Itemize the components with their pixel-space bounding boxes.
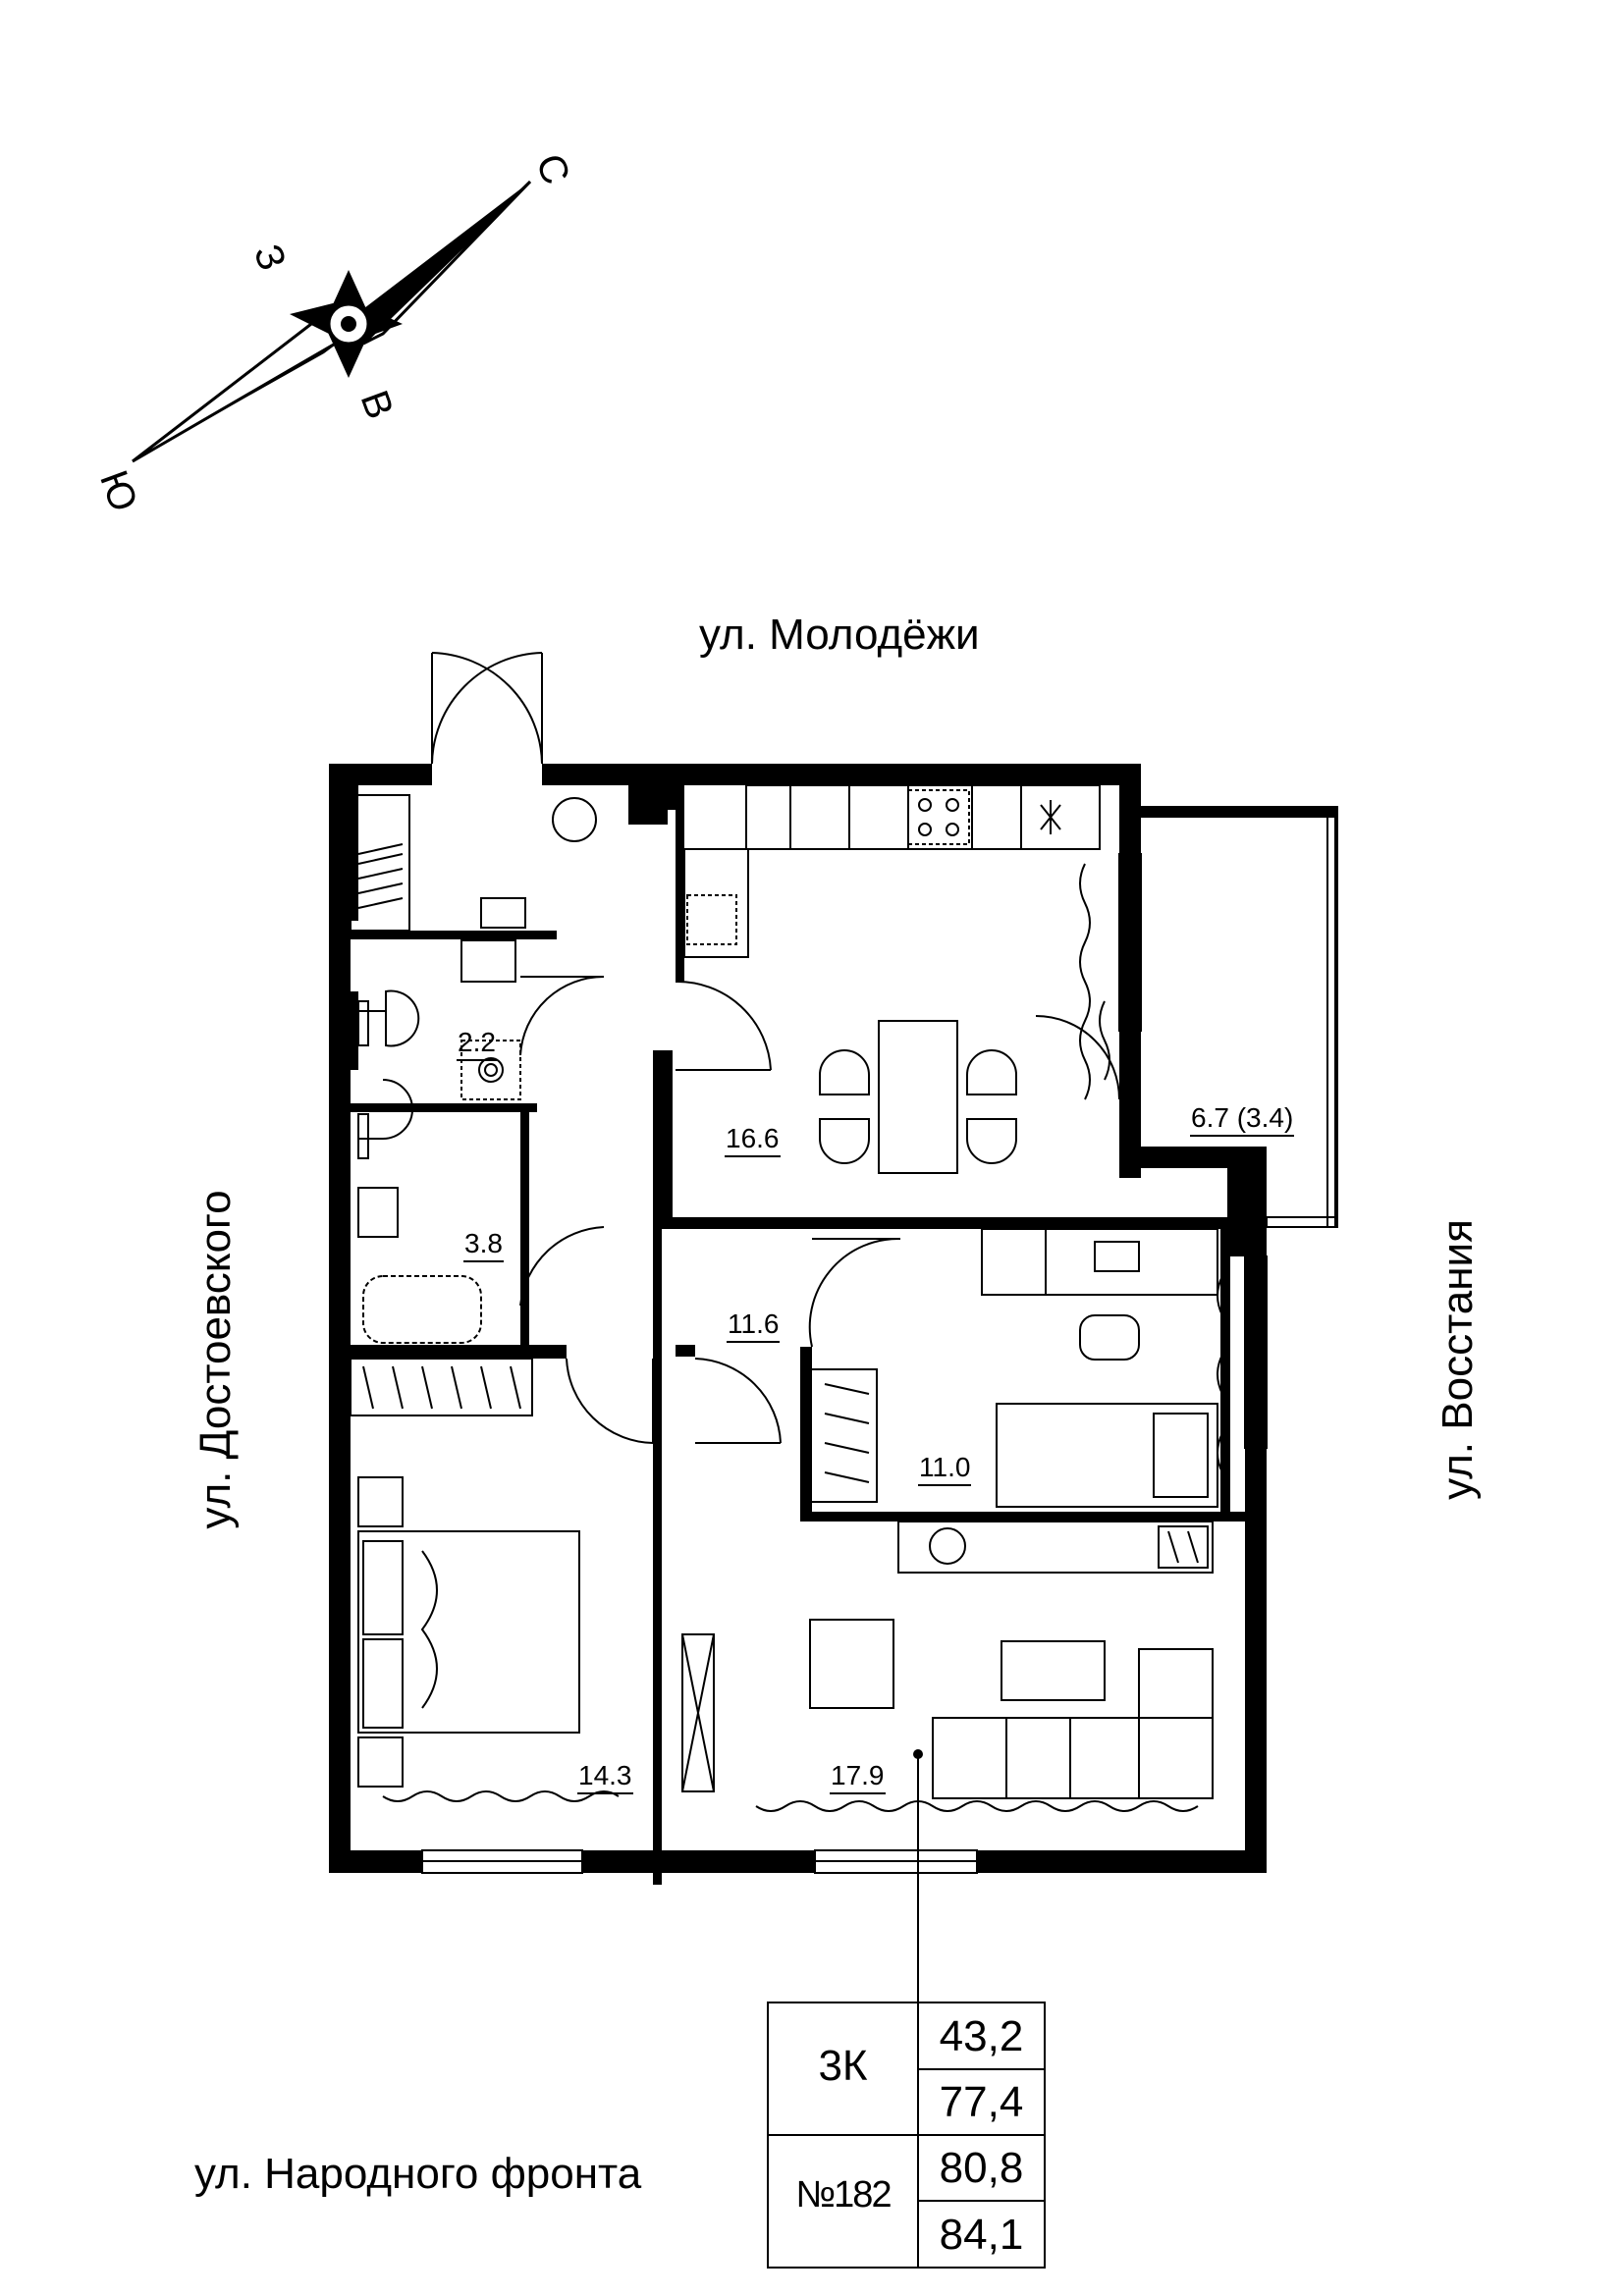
kitchen-fixtures [683,784,1110,1174]
room-area-hall: 11.6 [727,1308,781,1343]
summary-value-4: 84,1 [939,2211,1024,2259]
apartment-number: №182 [795,2174,892,2216]
windows [421,853,1268,1874]
room-area-bathroom: 3.8 [463,1227,504,1262]
compass-rose-icon [132,180,532,463]
rooms-code: 3К [818,2042,868,2090]
street-top: ул. Молодёжи [699,611,980,659]
street-right: ул. Восстания [1434,1219,1482,1500]
summary-value-3: 80,8 [939,2144,1024,2192]
street-left: ул. Достоевского [191,1190,240,1529]
summary-table-frame [767,2002,1046,2269]
room-area-small-bedroom: 11.0 [918,1451,972,1486]
room-area-balcony: 6.7 (3.4) [1190,1101,1295,1137]
summary-value-2: 77,4 [939,2078,1024,2126]
bedroom-furniture [357,1476,620,1802]
bathroom-fixtures [357,797,597,1344]
balcony [1140,806,1338,1228]
room-area-bedroom: 14.3 [577,1759,633,1794]
wardrobes [350,794,878,1792]
summary-value-1: 43,2 [939,2012,1024,2060]
room-area-kitchen: 16.6 [725,1122,781,1157]
leader-line [913,1749,923,2002]
room-area-living-room: 17.9 [830,1759,886,1794]
street-bottom: ул. Народного фронта [194,2150,642,2198]
entrance-door [430,652,543,765]
outer-walls [329,764,1267,1873]
living-room-furniture [755,1521,1214,1812]
small-bedroom-furniture [981,1228,1228,1513]
interior-doors [519,975,1120,1444]
interior-walls [351,785,1247,1885]
room-area-wc: 2.2 [457,1026,497,1061]
